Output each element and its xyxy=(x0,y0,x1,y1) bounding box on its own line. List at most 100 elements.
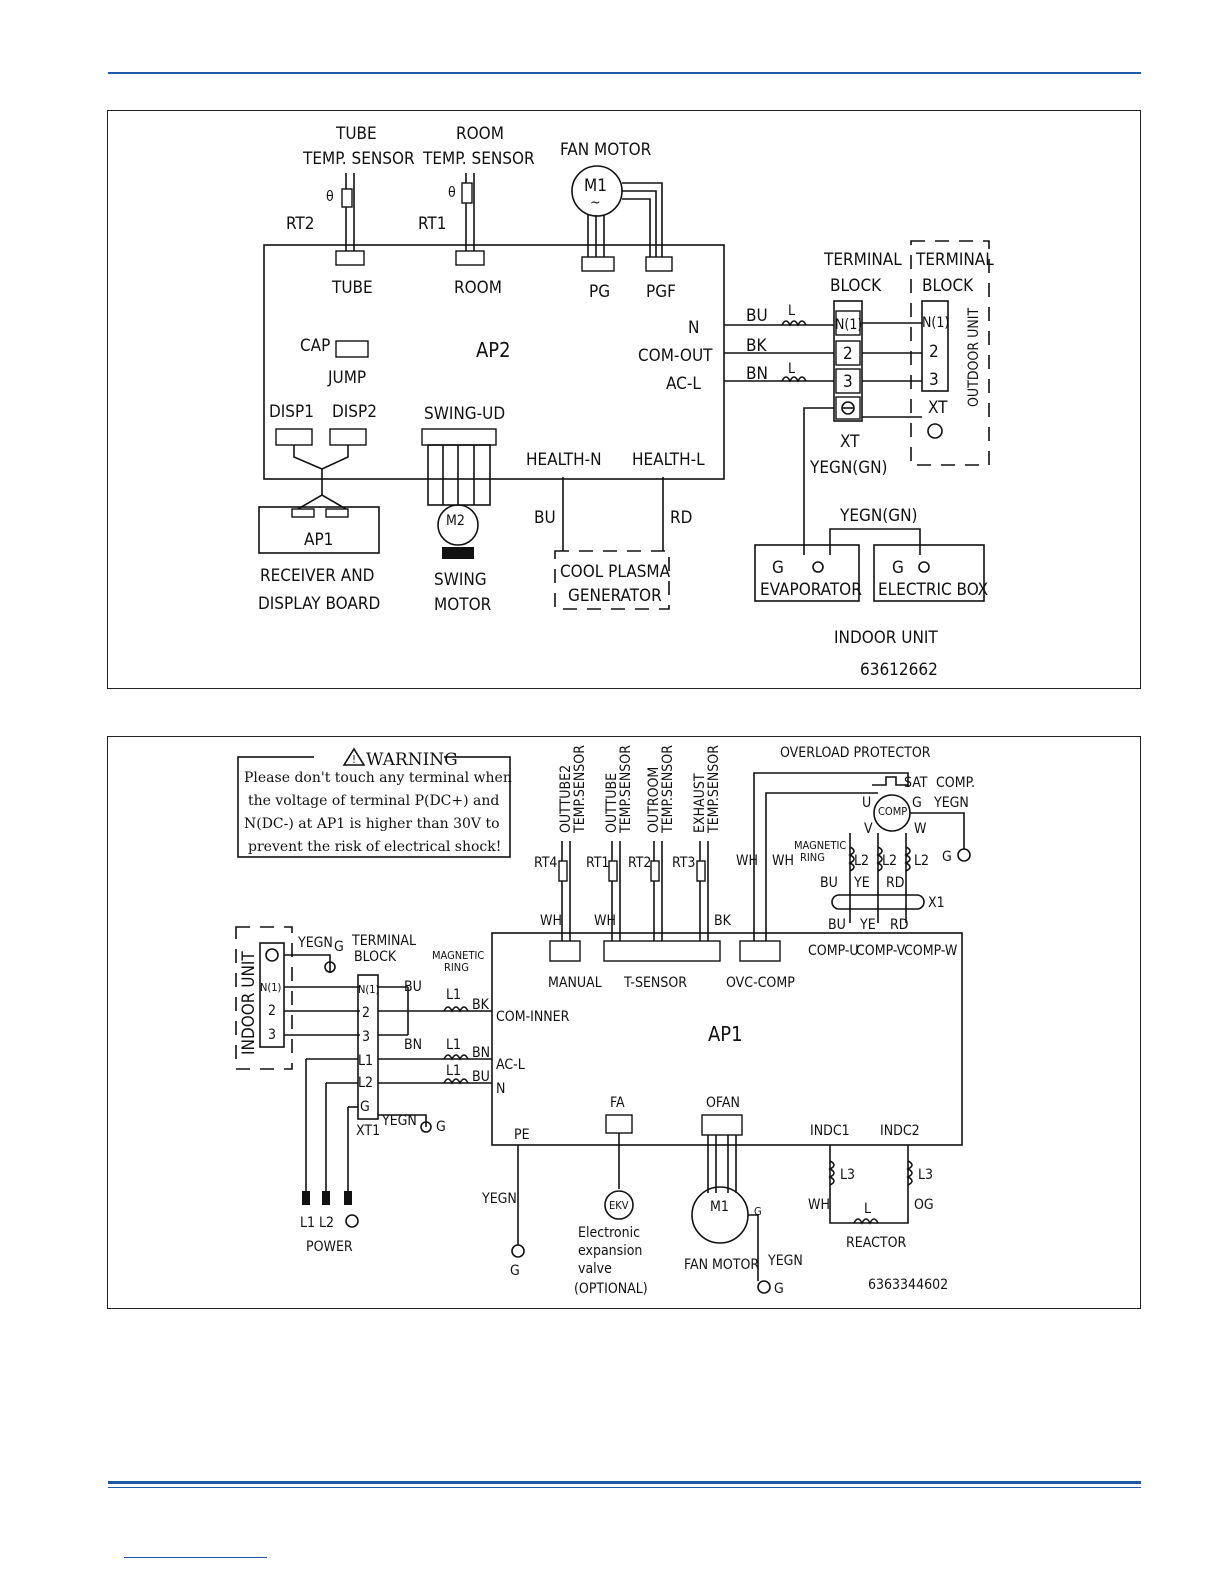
fa-label: FA xyxy=(610,1095,625,1111)
yegn-gn-label: YEGN(GN) xyxy=(839,506,918,526)
x1-connector-icon xyxy=(831,894,925,910)
rt1-label: RT1 xyxy=(418,214,446,234)
part-number-bottom: 6363344602 xyxy=(868,1277,948,1293)
magnetic-ring-label-2: RING xyxy=(800,851,825,864)
pe-label: PE xyxy=(514,1127,530,1143)
rt1-thermistor-icon xyxy=(608,860,618,882)
ac-l-label: AC-L xyxy=(496,1057,525,1073)
evaporator-g-label: G xyxy=(772,558,784,578)
eev-line-1: Electronic xyxy=(578,1225,640,1241)
outdoor-unit-label: OUTDOOR UNIT xyxy=(966,308,982,407)
tb-row-3: 3 xyxy=(362,1029,370,1045)
l-label: L xyxy=(864,1201,871,1217)
ac-l-label: AC-L xyxy=(666,374,701,394)
warning-line-4: prevent the risk of electrical shock! xyxy=(248,839,501,855)
compressor-inner-label: COMP xyxy=(878,805,907,818)
bk-label: BK xyxy=(472,997,490,1013)
room-sensor-subtitle: TEMP. SENSOR xyxy=(422,149,535,169)
ekv-label: EKV xyxy=(609,1199,629,1212)
yegn-label: YEGN xyxy=(481,1191,517,1207)
ap2-label: AP2 xyxy=(476,338,511,362)
disp1-connector-icon xyxy=(275,428,313,446)
sat-label: SAT xyxy=(904,775,928,791)
m2-label: M2 xyxy=(446,513,465,529)
bn-wire-label: BN xyxy=(746,364,768,384)
bu-label: BU xyxy=(404,979,422,995)
bu-label: BU xyxy=(472,1069,490,1085)
rt2-label: RT2 xyxy=(628,855,651,871)
l1-label: L1 xyxy=(446,1063,461,1079)
bu-wire-label: BU xyxy=(746,306,768,326)
t-sensor-connector-icon xyxy=(603,940,721,962)
l3-label: L3 xyxy=(840,1167,855,1183)
warning-title: WARNING xyxy=(366,750,458,770)
inductor-icon xyxy=(848,846,855,872)
tb-row-g: G xyxy=(360,1099,370,1115)
n-label: N xyxy=(688,318,699,338)
warning-line-3: N(DC-) at AP1 is higher than 30V to xyxy=(244,816,500,832)
ovc-comp-label: OVC-COMP xyxy=(726,975,795,991)
w-label: W xyxy=(914,821,927,837)
indoor-unit-label: INDOOR UNIT xyxy=(239,951,259,1055)
magnetic-ring-icon xyxy=(781,376,807,383)
cap-label: CAP xyxy=(300,336,330,356)
xt1-terminal-block xyxy=(357,974,379,1120)
fan-motor-m1-icon xyxy=(691,1186,749,1244)
v-label: V xyxy=(864,821,873,837)
tb-row-n1: N(1) xyxy=(358,983,380,996)
bk-label: BK xyxy=(714,913,732,929)
evaporator-label: EVAPORATOR xyxy=(760,580,862,600)
warning-line-1: Please don't touch any terminal when xyxy=(244,770,512,786)
indoor-wiring-diagram: AP2 TUBE TEMP. SENSOR θ RT2 TUBE ROOM TE… xyxy=(107,110,1141,689)
xt1-label: XT1 xyxy=(356,1123,380,1139)
bu-wire-label: BU xyxy=(534,508,556,528)
wh-label: WH xyxy=(772,853,794,869)
tube-sensor-subtitle: TEMP. SENSOR xyxy=(302,149,415,169)
power-label: POWER xyxy=(306,1239,353,1255)
room-connector-icon xyxy=(455,250,485,266)
l-label: L xyxy=(788,361,795,377)
disp2-label: DISP2 xyxy=(332,402,377,422)
wh-label: WH xyxy=(736,853,758,869)
bn-label: BN xyxy=(472,1045,490,1061)
rt2-thermistor-icon xyxy=(341,188,353,208)
sensor-3-line2: TEMP.SENSOR xyxy=(660,745,676,834)
magnetic-ring-icon xyxy=(443,1054,469,1061)
l1-label: L1 xyxy=(446,987,461,1003)
iu-row-3: 3 xyxy=(268,1027,276,1043)
indoor-terminal-block xyxy=(833,300,863,422)
rt1-thermistor-icon xyxy=(461,182,473,204)
indc1-label: INDC1 xyxy=(810,1123,850,1139)
sensor-1-line1: OUTTUBE2 xyxy=(558,765,574,833)
g-label: G xyxy=(334,939,344,955)
yegn-label: YEGN xyxy=(297,935,333,951)
bk-wire-label: BK xyxy=(746,336,767,356)
com-inner-label: COM-INNER xyxy=(496,1009,570,1025)
inductor-icon xyxy=(828,1160,835,1186)
receiver-board-title: RECEIVER AND xyxy=(260,566,374,586)
terminal-2: 2 xyxy=(843,344,853,364)
rd-label: RD xyxy=(890,917,908,933)
rt1-label: RT1 xyxy=(586,855,609,871)
bn-label: BN xyxy=(404,1037,422,1053)
sensor-wires xyxy=(561,841,709,941)
comp-w-label: COMP-W xyxy=(904,943,958,959)
t-sensor-label: T-SENSOR xyxy=(623,975,687,991)
pgf-label: PGF xyxy=(646,282,676,302)
outdoor-terminal-subtitle: BLOCK xyxy=(922,276,974,296)
outdoor-terminal-3: 3 xyxy=(929,370,939,390)
ofan-label: OFAN xyxy=(706,1095,740,1111)
comp-yegn-label: YEGN xyxy=(933,795,969,811)
eev-line-2: expansion xyxy=(578,1243,642,1259)
wh-label: WH xyxy=(594,913,616,929)
x1-label: X1 xyxy=(928,895,945,911)
swing-motor-harness xyxy=(427,444,491,506)
comp-label: COMP. xyxy=(936,775,975,791)
yegn-gn-label: YEGN(GN) xyxy=(809,458,888,478)
magnetic-ring-label-2: RING xyxy=(444,961,469,974)
rt3-thermistor-icon xyxy=(696,860,706,882)
tube-connector-icon xyxy=(335,250,365,266)
part-number-top: 63612662 xyxy=(860,660,938,680)
jump-connector-icon xyxy=(335,340,369,358)
page-link-underline[interactable] xyxy=(124,1557,267,1558)
